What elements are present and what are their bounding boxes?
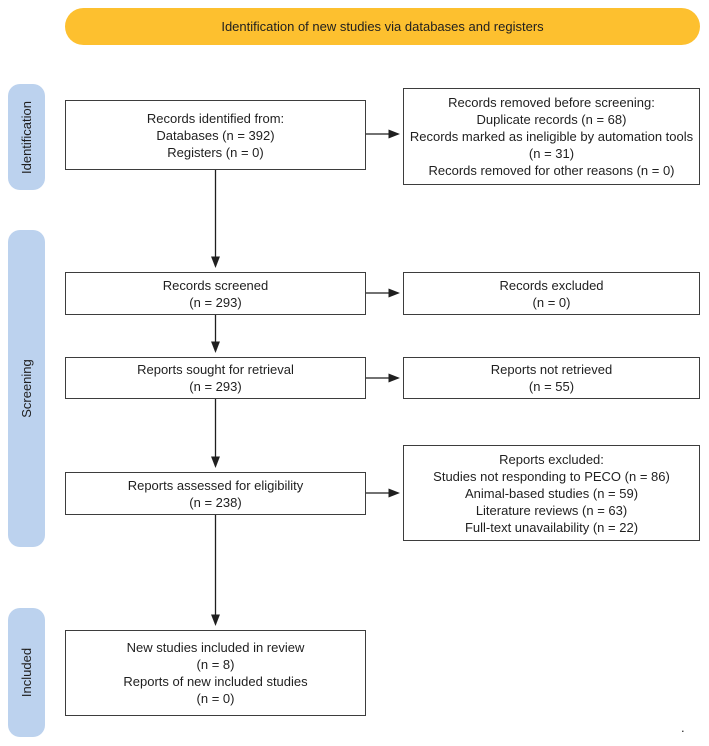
box-text-line: (n = 0) <box>196 691 235 706</box>
sidebar-stage-identification-label: Identification <box>19 100 34 174</box>
records-excluded-box: Records excluded(n = 0) <box>403 272 700 315</box>
box-text-line: Records removed for other reasons (n = 0… <box>428 163 675 178</box>
box-text-line: Studies not responding to PECO (n = 86) <box>433 468 670 484</box>
records-identified-box: Records identified from:Databases (n = 3… <box>65 100 366 170</box>
box-text-line: Reports not retrieved <box>490 362 613 377</box>
reports-not-retrieved-box: Reports not retrieved (n = 55) <box>403 357 700 399</box>
banner-identification-of-new-studies: Identification of new studies via databa… <box>65 8 700 45</box>
box-text-line: Reports sought for retrieval <box>137 362 294 377</box>
box-text-line: (n = 55) <box>528 379 575 394</box>
box-text-line: Records marked as ineligible by automati… <box>409 129 694 161</box>
reports-assessed-box: Reports assessed for eligibility(n = 238… <box>65 472 366 515</box>
sidebar-stage-included: Included <box>8 608 45 737</box>
box-text-line: Records removed before screening: <box>448 95 655 110</box>
box-text-line: New studies included in review <box>126 640 305 655</box>
box-text-line: Reports assessed for eligibility <box>127 477 304 493</box>
box-text-line: Literature reviews (n = 63) <box>475 502 628 518</box>
sidebar-stage-identification: Identification <box>8 84 45 190</box>
records-screened-box: Records screened(n = 293) <box>65 272 366 315</box>
box-text-line: (n = 0) <box>532 294 571 310</box>
box-text-line: Records screened <box>162 277 269 293</box>
sidebar-stage-included-label: Included <box>19 647 34 698</box>
box-text-line: (n = 238) <box>189 494 242 510</box>
box-text-line: (n = 293) <box>189 294 242 310</box>
reports-excluded-box: Reports excluded:Studies not responding … <box>403 445 700 541</box>
box-text-line: Reports of new included studies <box>123 674 308 689</box>
box-text-line: (n = 293) <box>189 379 242 394</box>
trailing-period-mark: . <box>681 720 685 735</box>
sidebar-stage-screening: Screening <box>8 230 45 547</box>
box-text-line: Full-text unavailability (n = 22) <box>464 519 639 535</box>
box-text-line: Records identified from: <box>146 110 285 126</box>
banner-label: Identification of new studies via databa… <box>221 19 544 34</box>
records-removed-box: Records removed before screening: Duplica… <box>403 88 700 185</box>
box-text-line: Reports excluded: <box>499 451 604 467</box>
reports-sought-box: Reports sought for retrieval (n = 293) <box>65 357 366 399</box>
box-text-line: Duplicate records (n = 68) <box>476 112 627 127</box>
new-studies-included-box: New studies included in review (n = 8) Rep… <box>65 630 366 716</box>
box-text-line: Registers (n = 0) <box>167 144 264 160</box>
box-text-line: (n = 8) <box>196 657 235 672</box>
box-text-line: Records excluded <box>499 277 604 293</box>
box-text-line: Databases (n = 392) <box>156 127 275 143</box>
sidebar-stage-screening-label: Screening <box>19 359 35 418</box>
box-text-line: Animal-based studies (n = 59) <box>464 485 639 501</box>
